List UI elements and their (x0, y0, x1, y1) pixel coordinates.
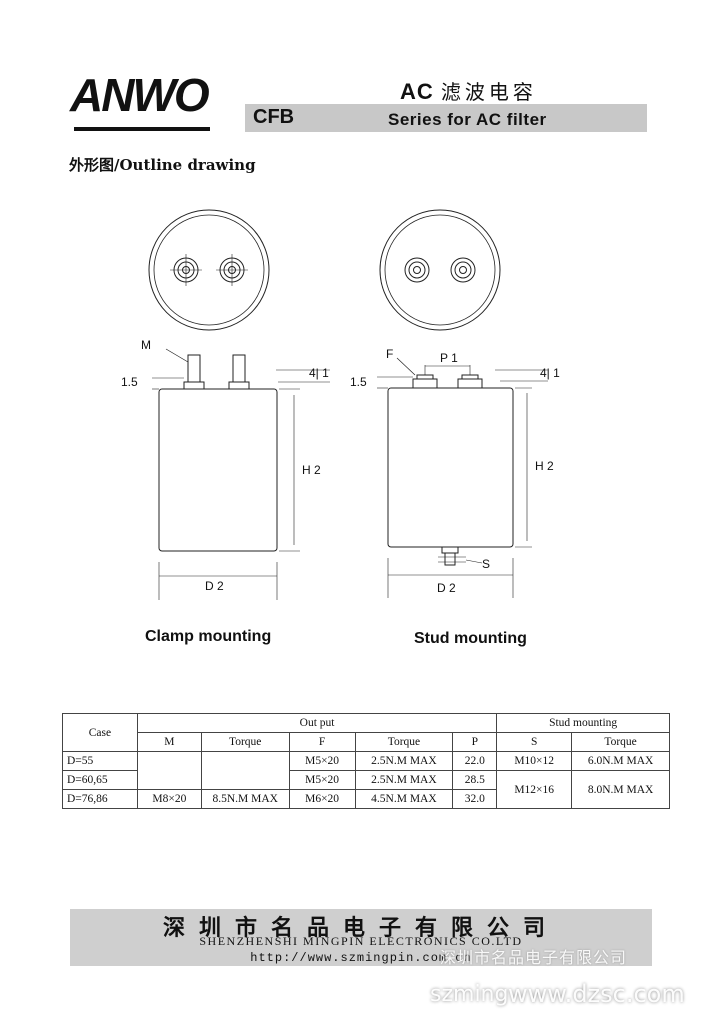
outline-drawing: M 1.5 4| 1 H 2 D 2 F P 1 1.5 4| 1 H 2 S … (121, 209, 560, 600)
table-row: D=76,86 M8×20 8.5N.M MAX M6×20 4.5N.M MA… (62, 789, 670, 809)
header-output: Out put (136, 713, 498, 733)
cell-f-torque: 2.5N.M MAX (354, 751, 454, 771)
subheader-f: F (288, 732, 356, 752)
cell-m: M8×20 (136, 789, 202, 809)
footer-company-en: SHENZHENSHI MINGPIN ELECTRONICS CO.LTD (199, 934, 523, 948)
spec-table: Case Out put Stud mounting M Torque F To… (62, 713, 670, 809)
table-header-row: Case Out put Stud mounting (62, 713, 670, 752)
left-side-view (152, 348, 330, 600)
label-right-41: 4| 1 (540, 366, 560, 380)
cell-f: M5×20 (288, 770, 356, 790)
logo-text: ANWO (70, 69, 210, 121)
cell-m-torque: 8.5N.M MAX (200, 789, 290, 809)
label-left-15: 1.5 (121, 375, 138, 389)
cell-p: 28.5 (452, 770, 498, 790)
label-m: M (141, 338, 151, 352)
subheader-m: M (136, 732, 202, 752)
cell-case: D=60,65 (62, 770, 138, 790)
cell-m-torque (200, 751, 290, 790)
cell-p: 22.0 (452, 751, 498, 771)
cell-f: M6×20 (288, 789, 356, 809)
subheader-m-torque: Torque (200, 732, 290, 752)
logo-underline (74, 127, 210, 131)
cell-s: M12×16 (496, 770, 573, 809)
subheader-s: S (496, 732, 573, 752)
right-top-view (379, 209, 501, 331)
right-side-view (377, 357, 548, 598)
header-stud: Stud mounting (496, 713, 670, 733)
label-left-41: 4| 1 (309, 366, 329, 380)
left-top-view (148, 209, 270, 331)
series-name: Series for AC filter (388, 110, 547, 129)
cell-case: D=76,86 (62, 789, 138, 809)
label-left-d2: D 2 (205, 579, 224, 593)
title-ac: AC (400, 79, 434, 104)
cell-f-torque: 2.5N.M MAX (354, 770, 454, 790)
title-cn: 滤波电容 (440, 80, 537, 104)
watermark-left: szming (430, 982, 509, 1007)
footer-band (70, 909, 652, 966)
product-title: AC 滤波电容 (400, 76, 537, 105)
product-code: CFB (253, 106, 295, 128)
label-right-h2: H 2 (535, 459, 554, 473)
cell-f-torque: 4.5N.M MAX (354, 789, 454, 809)
watermark-company: 深圳市名品电子有限公司 (440, 948, 628, 967)
footer-company-cn: 深圳市名品电子有限公司 (162, 915, 559, 941)
cell-m (136, 751, 202, 790)
cell-p: 32.0 (452, 789, 498, 809)
subheader-s-torque: Torque (571, 732, 670, 752)
caption-stud-mounting: Stud mounting (414, 630, 527, 647)
section-title: 外形图/Outline drawing (69, 156, 256, 174)
label-s: S (482, 557, 490, 571)
subheader-f-torque: Torque (354, 732, 454, 752)
label-right-15: 1.5 (350, 375, 367, 389)
caption-clamp-mounting: Clamp mounting (145, 628, 272, 645)
subheader-p: P (452, 732, 498, 752)
table-subheader-row: M Torque F Torque P S Torque (63, 732, 670, 752)
cell-s: M10×12 (496, 751, 573, 771)
cell-s-torque: 8.0N.M MAX (571, 770, 670, 809)
header-case: Case (62, 713, 138, 752)
cell-case: D=55 (62, 751, 138, 771)
label-left-h2: H 2 (302, 463, 321, 477)
cell-s-torque: 6.0N.M MAX (571, 751, 670, 771)
series-band (245, 104, 647, 132)
watermark-site: www.dzsc.com (508, 980, 685, 1008)
label-f: F (386, 347, 393, 361)
company-logo: ANWO (70, 68, 215, 138)
label-p1: P 1 (440, 351, 458, 365)
table-row: D=55 M5×20 2.5N.M MAX 22.0 M10×12 6.0N.M… (62, 751, 670, 790)
cell-f: M5×20 (288, 751, 356, 771)
footer-url: http://www.szmingpin.com.cn (250, 951, 472, 965)
label-right-d2: D 2 (437, 581, 456, 595)
